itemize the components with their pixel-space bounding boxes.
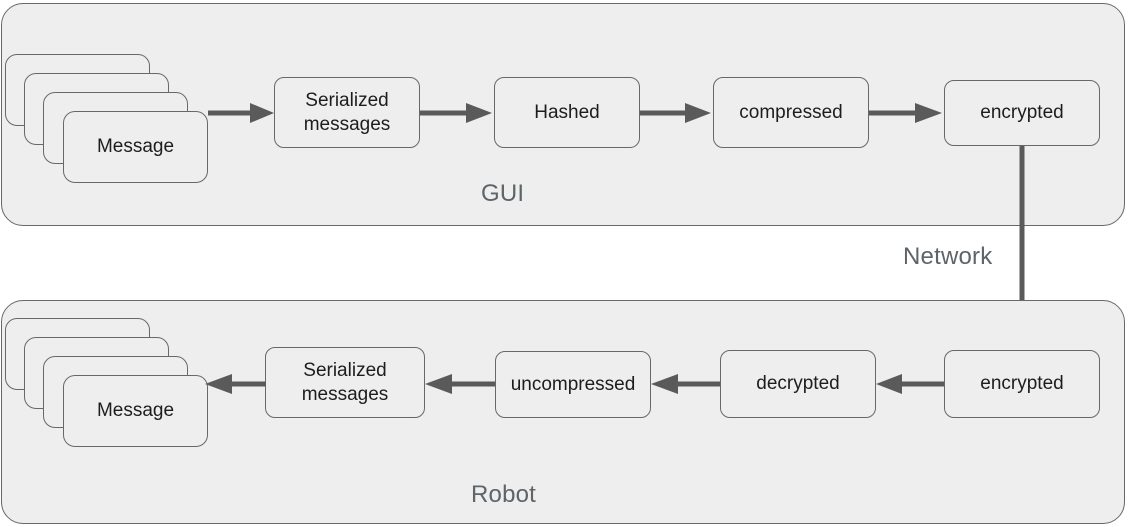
zone-label-gui: GUI <box>481 180 525 207</box>
node-gui-encrypted[interactable]: encrypted <box>944 80 1100 146</box>
zone-label-robot: Robot <box>471 481 537 508</box>
node-label-line1: Serialized <box>305 89 389 111</box>
arrow-robot-uncompressed-to-serialized <box>425 372 496 396</box>
node-robot-encrypted[interactable]: encrypted <box>944 350 1100 418</box>
node-robot-decrypted[interactable]: decrypted <box>720 350 876 418</box>
node-robot-serialized-messages[interactable]: Serialized messages <box>265 347 425 418</box>
message-card-robot[interactable]: Message <box>63 375 208 447</box>
arrow-gui-hashed-to-compressed <box>640 101 716 125</box>
node-gui-encrypted-label: encrypted <box>980 102 1064 124</box>
label-network: Network <box>903 243 993 270</box>
node-robot-uncompressed-label: uncompressed <box>510 373 636 395</box>
arrow-robot-decrypted-to-uncompressed <box>651 372 721 396</box>
node-robot-decrypted-label: decrypted <box>756 373 840 395</box>
node-gui-serialized-messages[interactable]: Serialized messages <box>274 77 420 148</box>
node-label-line2: messages <box>303 113 391 135</box>
arrow-gui-serialized-to-hashed <box>420 101 496 125</box>
node-gui-compressed[interactable]: compressed <box>713 77 869 148</box>
node-gui-compressed-label: compressed <box>739 101 843 123</box>
arrow-gui-message-to-serialized <box>208 101 278 125</box>
arrow-robot-encrypted-to-decrypted <box>876 372 946 396</box>
node-robot-uncompressed[interactable]: uncompressed <box>495 351 651 418</box>
node-label-line2: messages <box>301 383 389 405</box>
node-gui-hashed-label: Hashed <box>534 101 600 123</box>
node-robot-encrypted-label: encrypted <box>980 373 1064 395</box>
node-gui-hashed[interactable]: Hashed <box>494 77 640 148</box>
message-card-gui[interactable]: Message <box>63 111 208 183</box>
node-gui-serialized-messages-label: Serialized messages <box>304 89 391 137</box>
arrow-gui-compressed-to-encrypted <box>869 101 947 125</box>
node-robot-serialized-messages-label: Serialized messages <box>302 359 389 407</box>
node-label-line1: Serialized <box>303 359 387 381</box>
arrow-robot-serialized-to-message <box>205 372 267 396</box>
